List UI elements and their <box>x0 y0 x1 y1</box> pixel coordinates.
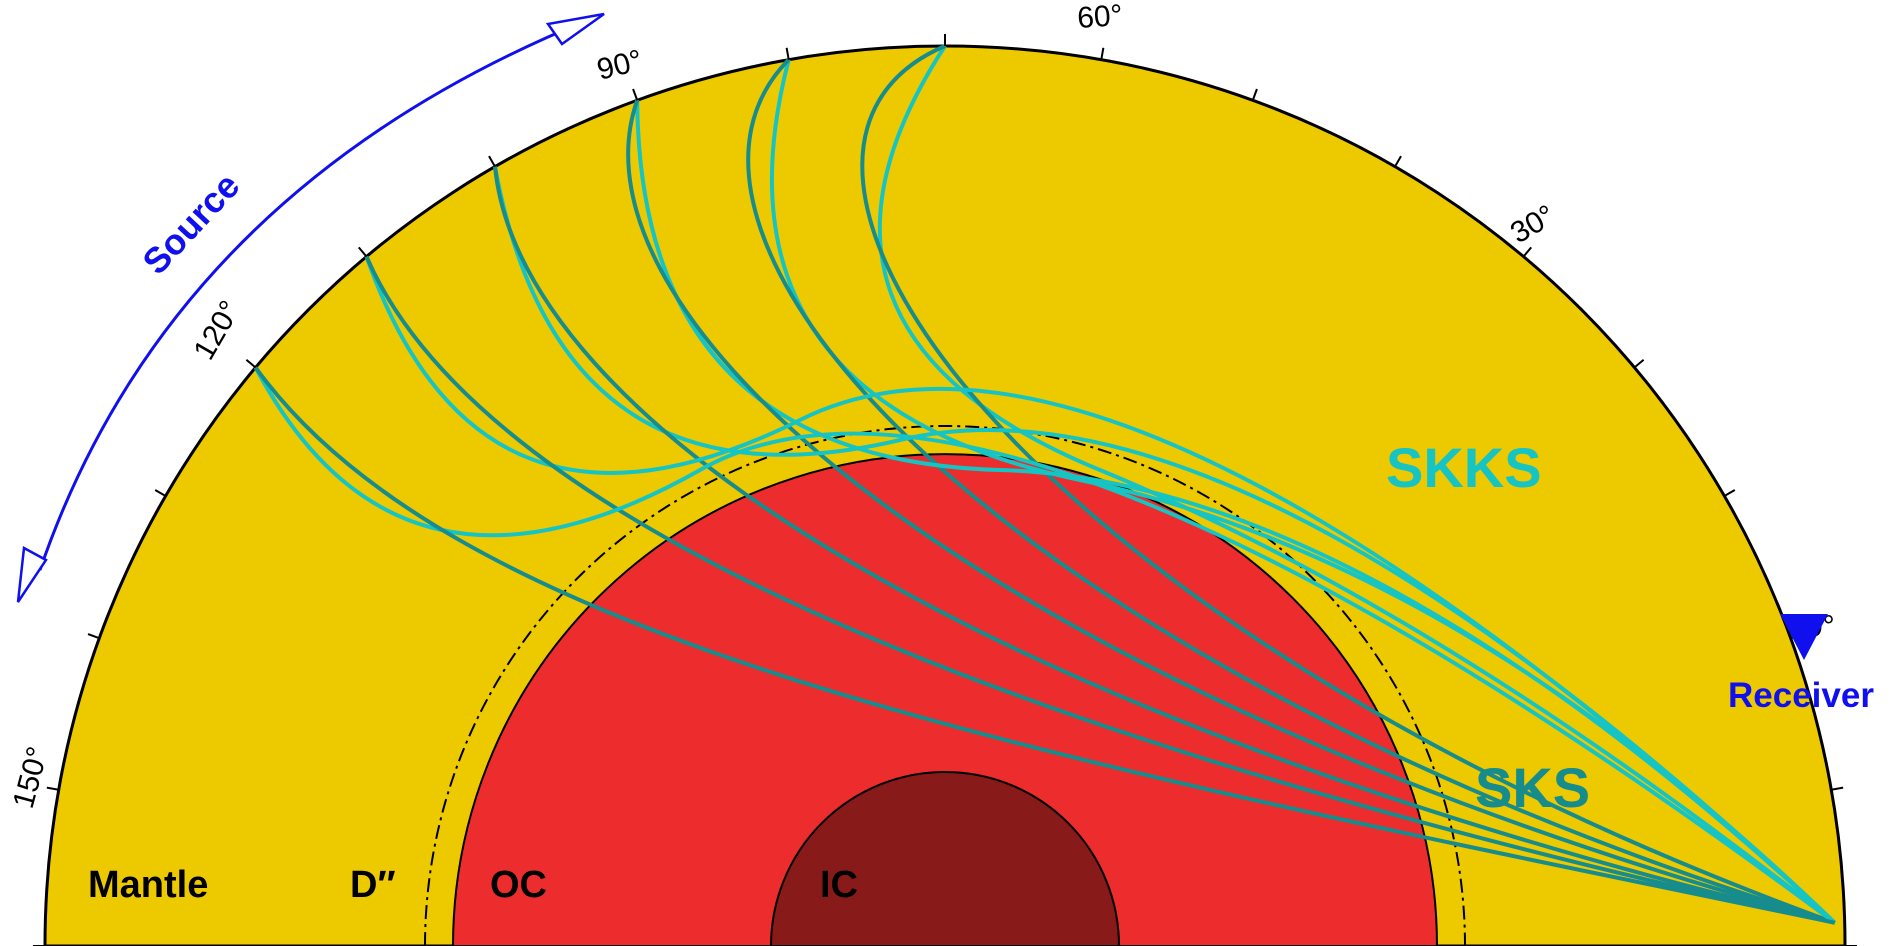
tick-mark <box>46 786 59 791</box>
source-label: Source <box>134 165 247 282</box>
inner-core-label: IC <box>820 864 858 906</box>
tick-mark <box>358 246 368 258</box>
tick-mark <box>245 359 257 369</box>
tick-mark <box>1633 359 1645 369</box>
tick-mark <box>1831 786 1844 791</box>
skks-phase-label: SKKS <box>1386 436 1542 499</box>
inner-core-layer <box>769 771 1121 946</box>
skks-ray-path <box>877 44 1836 925</box>
degree-label-30: 30° <box>1505 199 1561 250</box>
sks-ray-path <box>626 99 1836 925</box>
arrowhead-top-icon <box>545 12 605 46</box>
d-double-prime-boundary <box>424 425 1466 946</box>
sks-ray-path <box>493 166 1836 925</box>
tick-mark <box>488 155 496 168</box>
ray-paths <box>253 44 1837 925</box>
tick-mark <box>785 47 790 60</box>
sks-phase-label: SKS <box>1475 756 1590 819</box>
d-double-prime-label: D′′ <box>350 864 396 906</box>
tick-mark <box>1394 155 1402 168</box>
degree-label-90: 90° <box>594 44 646 87</box>
tick-mark <box>1251 88 1258 101</box>
tick-mark <box>87 633 100 640</box>
tick-mark <box>1100 47 1105 60</box>
sks-ray-path <box>860 44 1836 925</box>
sks-ray-path <box>364 255 1836 925</box>
skks-ray-path <box>364 255 1837 925</box>
outer-core-label: OC <box>490 864 547 906</box>
outer-core-layer <box>451 453 1439 946</box>
tick-mark <box>154 489 167 497</box>
degree-label-120: 120° <box>187 295 247 365</box>
sks-ray-path <box>253 366 1836 925</box>
degree-label-60: 60° <box>1076 0 1124 35</box>
tick-mark <box>1723 489 1736 497</box>
degree-label-150: 150° <box>7 743 55 811</box>
skks-ray-path <box>253 366 1836 925</box>
tick-mark <box>632 88 639 101</box>
mantle-label: Mantle <box>88 864 208 906</box>
receiver: Receiver <box>1728 614 1874 715</box>
sks-ray-path <box>746 58 1836 925</box>
receiver-label: Receiver <box>1728 676 1874 715</box>
arrowhead-bottom-icon <box>16 546 48 603</box>
tick-mark <box>1522 246 1532 258</box>
receiver-triangle-icon <box>1780 614 1828 660</box>
